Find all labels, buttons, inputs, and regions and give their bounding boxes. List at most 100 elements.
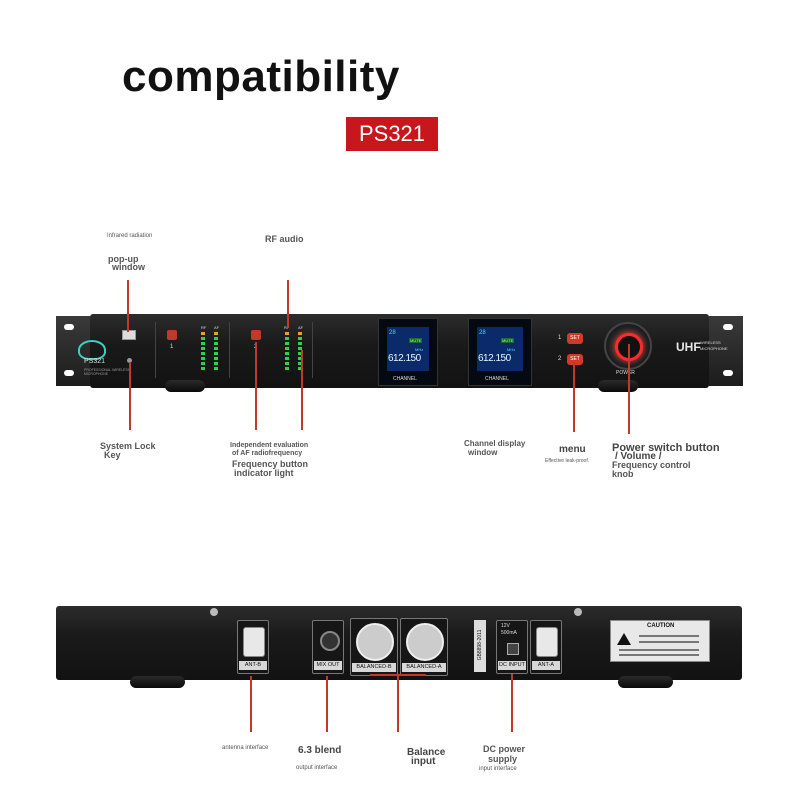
brand-name: PS321 — [84, 358, 106, 365]
callout-line — [511, 674, 513, 732]
label-rf-audio: RF audio — [265, 234, 304, 244]
jack-icon — [320, 631, 340, 651]
channel-display-1: 28 MUTE 612.150 MHz CHANNEL — [378, 318, 438, 386]
label-system-lock-2: Key — [104, 450, 121, 460]
callout-line — [326, 676, 328, 732]
caution-label: CAUTION — [647, 623, 675, 629]
callout-line — [129, 362, 131, 430]
ant-a-port[interactable]: ANT-A — [530, 620, 562, 674]
af-meter-1 — [214, 332, 218, 372]
ir-window — [122, 330, 136, 340]
label-dc-1: DC power — [483, 744, 526, 754]
label-popup-1: pop-up — [108, 254, 139, 264]
dc-spec-1: 12V — [501, 623, 510, 629]
power-label: POWER — [616, 370, 635, 376]
label-independent-1: Independent evaluation — [230, 442, 309, 449]
lcd-mhz: MHz — [507, 347, 516, 352]
lcd-frequency: 612.150 — [478, 353, 511, 364]
screw-icon — [574, 608, 582, 616]
lcd-screen: 28 MUTE 612.150 MHz — [387, 327, 429, 371]
lcd-caption: CHANNEL — [393, 376, 417, 382]
mount-hole — [64, 370, 74, 376]
callout-line — [370, 674, 426, 676]
label-menu: menu — [559, 444, 586, 455]
rf-label: RF — [201, 325, 207, 330]
divider — [155, 322, 156, 378]
uhf-sub-2: MICROPHONE — [700, 346, 728, 351]
label-channel-display-2: window — [468, 448, 498, 457]
caution-text-line — [619, 654, 699, 656]
set-button-2[interactable]: SET — [567, 354, 583, 365]
dc-jack-icon — [507, 643, 519, 655]
divider — [229, 322, 230, 378]
label-power-4: knob — [612, 469, 634, 479]
balanced-a-port[interactable]: BALANCED-A — [400, 618, 448, 676]
set-button-1[interactable]: SET — [567, 333, 583, 344]
divider — [312, 322, 313, 378]
caution-text-line — [619, 649, 699, 651]
callout-line — [287, 280, 289, 328]
foot — [618, 676, 673, 688]
label-freq-button-2: indicator light — [234, 468, 294, 478]
screw-icon — [210, 608, 218, 616]
dc-spec-2: 500mA — [501, 630, 517, 636]
warning-icon — [617, 633, 631, 645]
lcd-frequency: 612.150 — [388, 353, 421, 364]
gb-plate: GB8898-2011 — [474, 620, 486, 672]
label-antenna: antenna interface — [222, 745, 269, 751]
label-power-1: Power switch button — [612, 442, 720, 454]
gb-label: GB8898-2011 — [477, 629, 483, 661]
callout-line — [250, 676, 252, 732]
af-label: AF — [298, 325, 304, 330]
rf-meter-2 — [285, 332, 289, 372]
label-balance-2: input — [411, 756, 436, 767]
foot — [130, 676, 185, 688]
ant-b-port[interactable]: ANT-B — [237, 620, 269, 674]
label-output: output interface — [296, 765, 338, 771]
caution-text-line — [639, 635, 699, 637]
af-label: AF — [214, 325, 220, 330]
lock-key[interactable] — [127, 358, 132, 363]
uhf-label: UHF — [676, 340, 701, 354]
channel-display-2: 28 MUTE 612.150 MHz CHANNEL — [468, 318, 532, 386]
label-power-2: / Volume / — [615, 451, 662, 462]
callout-line — [628, 344, 630, 434]
balanced-b-label: BALANCED-B — [352, 663, 396, 672]
xlr-connector-icon — [406, 623, 444, 661]
freq-button-1[interactable] — [167, 330, 177, 340]
channel-1-label: 1 — [170, 344, 174, 350]
bnc-connector-icon — [536, 627, 558, 657]
lcd-mhz: MHz — [415, 347, 424, 352]
ant-a-label: ANT-A — [532, 661, 560, 670]
rf-label: RF — [284, 325, 289, 330]
label-dc-3: input interface — [479, 766, 517, 772]
foot — [598, 380, 638, 392]
mount-hole — [723, 370, 733, 376]
callout-line — [573, 362, 575, 432]
mix-out-label: MIX OUT — [314, 661, 342, 670]
set-2-number: 2 — [558, 356, 562, 362]
lcd-screen: 28 MUTE 612.150 MHz — [477, 327, 523, 371]
bnc-connector-icon — [243, 627, 265, 657]
callout-line — [301, 350, 303, 430]
dc-input-port[interactable]: 12V 500mA DC INPUT — [496, 620, 528, 674]
foot — [165, 380, 205, 392]
af-meter-2 — [298, 332, 302, 372]
mix-out-port[interactable]: MIX OUT — [312, 620, 344, 674]
mount-hole — [64, 324, 74, 330]
rf-meter-1 — [201, 332, 205, 372]
label-balance-1: Balance — [407, 747, 446, 758]
uhf-sub-1: WIRELESS — [700, 340, 721, 345]
label-dc-2: supply — [488, 754, 518, 764]
balanced-b-port[interactable]: BALANCED-B — [350, 618, 398, 676]
label-power-3: Frequency control — [612, 460, 691, 470]
page-title: compatibility — [122, 52, 400, 101]
lcd-mute: MUTE — [409, 338, 423, 343]
label-popup-2: window — [112, 262, 145, 272]
balanced-a-label: BALANCED-A — [402, 663, 446, 672]
callout-line — [127, 280, 129, 332]
caution-plate: CAUTION — [610, 620, 710, 662]
model-badge: PS321 — [346, 117, 438, 151]
freq-button-2[interactable] — [251, 330, 261, 340]
lcd-caption: CHANNEL — [485, 376, 509, 382]
